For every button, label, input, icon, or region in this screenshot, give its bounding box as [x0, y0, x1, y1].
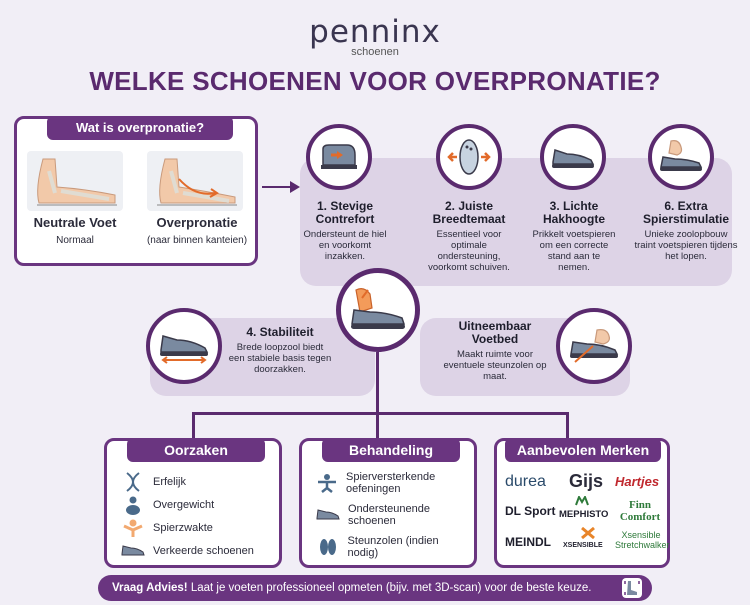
what-is-panel: Wat is overpronatie? Neutrale Voet Norma… [14, 116, 258, 266]
brand-meindl: MEINDL [505, 535, 551, 549]
cta-text: Laat je voeten professioneel opmeten (bi… [187, 582, 592, 594]
brand-gijs: Gijs [569, 471, 604, 491]
cta-strong: Vraag Advies! [112, 582, 188, 594]
page-title: WELKE SCHOENEN VOOR OVERPRONATIE? [89, 66, 661, 96]
brand-dl-sport: DL Sport [505, 504, 556, 518]
connector-vertical [376, 352, 379, 414]
oorzaken-heading: Oorzaken [127, 438, 265, 462]
brand-durea: durea [505, 473, 546, 490]
overpronation-title: Overpronatie [156, 215, 238, 230]
neutral-foot-icon [27, 151, 123, 211]
merken-heading: Aanbevolen Merken [505, 438, 661, 462]
feature-1: 1. Stevige Contrefort Ondersteunt de hie… [302, 199, 388, 263]
brand-hartjes: Hartjes [615, 474, 660, 489]
merken-panel: Aanbevolen Merken durea Gijs Hartjes DL … [494, 438, 670, 568]
exercise-icon [316, 472, 338, 494]
overpronation-caption: Overpronatie (naar binnen kanteien) [137, 215, 257, 248]
center-shoe-icon [336, 268, 420, 352]
list-item: Spierversterkende oefeningen [316, 471, 470, 495]
heel-counter-icon [306, 124, 372, 190]
list-item: Spierzwakte [121, 517, 213, 539]
connector-left [192, 412, 195, 440]
feature-2-title: 2. Juiste Breedtemaat [432, 199, 506, 226]
behandeling-heading: Behandeling [322, 438, 460, 462]
feature-4: 4. Stabiliteit Brede loopzool biedt een … [228, 325, 332, 376]
behandeling-item-1: Spierversterkende oefeningen [346, 471, 436, 495]
feature-2-desc: Essentieel voor optimale ondersteuning, … [428, 229, 510, 273]
connector-right [566, 412, 569, 440]
list-item: Overgewicht [121, 494, 214, 516]
oorzaken-item-4: Verkeerde schoenen [153, 545, 254, 557]
brand-xsensible: XSENSIBLE [563, 542, 603, 549]
stability-shoe-icon [146, 308, 222, 384]
neutral-foot-caption: Neutrale Voet Normaal [15, 215, 135, 248]
arrow-right-icon [262, 181, 300, 193]
sneaker-icon [540, 124, 606, 190]
behandeling-item-3: Steunzolen (indien nodig) [347, 535, 439, 559]
feature-3-desc: Prikkelt voetspieren om een correcte sta… [532, 229, 616, 273]
dna-icon [121, 471, 145, 493]
person-icon [121, 494, 145, 516]
xsensible-logo-icon [581, 527, 595, 539]
brand-logo: penninx schoenen [0, 14, 750, 58]
overpronation-sub: (naar binnen kanteien) [146, 235, 248, 246]
feature-2: 2. Juiste Breedtemaat Essentieel voor op… [420, 199, 518, 274]
feature-5-title: Uitneembaar Voetbed [458, 319, 532, 346]
feature-3-title: 3. Lichte Hakhoogte [542, 199, 605, 226]
oorzaken-item-3: Spierzwakte [153, 522, 213, 534]
wrong-shoe-icon [121, 540, 145, 562]
what-is-heading: Wat is overpronatie? [47, 116, 233, 140]
brand-xsensible-stretchwalker: Xsensible Stretchwalker [615, 530, 670, 550]
list-item: Erfelijk [121, 471, 186, 493]
list-item: Ondersteunende schoenen [316, 503, 470, 527]
feature-4-desc: Brede loopzool biedt een stabiele basis … [228, 342, 332, 375]
foot-scan-icon [622, 578, 642, 598]
feature-3: 3. Lichte Hakhoogte Prikkelt voetspieren… [532, 199, 616, 274]
connector-middle [376, 412, 379, 440]
feature-6-title: 6. Extra Spierstimulatie [642, 199, 730, 226]
walking-shoe-icon [556, 308, 632, 384]
feature-5: Uitneembaar Voetbed Maakt ruimte voor ev… [440, 319, 550, 383]
feature-6: 6. Extra Spierstimulatie Unieke zoolopbo… [634, 199, 738, 263]
oorzaken-panel: Oorzaken Erfelijk Overgewicht Spierzwakt… [104, 438, 282, 568]
feature-1-title: 1. Stevige Contrefort [315, 199, 375, 226]
neutral-foot-sub: Normaal [56, 235, 94, 246]
cta-bar[interactable]: Vraag Advies! Laat je voeten professione… [98, 575, 652, 601]
list-item: Steunzolen (indien nodig) [316, 535, 470, 559]
behandeling-panel: Behandeling Spierversterkende oefeningen… [299, 438, 477, 568]
brand-name: penninx [309, 14, 441, 50]
overpronation-foot-icon [147, 151, 243, 211]
brand-mephisto: MEPHISTO [559, 509, 609, 520]
behandeling-item-2: Ondersteunende schoenen [348, 503, 430, 527]
feature-1-desc: Ondersteunt de hiel en voorkomt inzakken… [303, 229, 387, 262]
list-item: Verkeerde schoenen [121, 540, 254, 562]
brand-finn-comfort: Finn Comfort [619, 499, 661, 523]
feature-6-desc: Unieke zoolopbouw traint voetspieren tij… [634, 229, 738, 262]
oorzaken-item-2: Overgewicht [153, 499, 215, 511]
feature-4-title: 4. Stabiliteit [246, 325, 314, 339]
insole-width-icon [436, 124, 502, 190]
brand-sub: schoenen [351, 46, 399, 58]
support-shoe-icon [316, 504, 340, 526]
oorzaken-item-1: Erfelijk [153, 476, 187, 488]
connector-horizontal [192, 412, 568, 415]
weak-muscle-icon [121, 517, 145, 539]
neutral-foot-title: Neutrale Voet [33, 215, 117, 230]
feature-5-desc: Maakt ruimte voor eventuele steunzolen o… [443, 349, 547, 382]
insoles-icon [316, 536, 340, 558]
muscle-shoe-icon [648, 124, 714, 190]
mephisto-logo-icon [575, 496, 589, 506]
